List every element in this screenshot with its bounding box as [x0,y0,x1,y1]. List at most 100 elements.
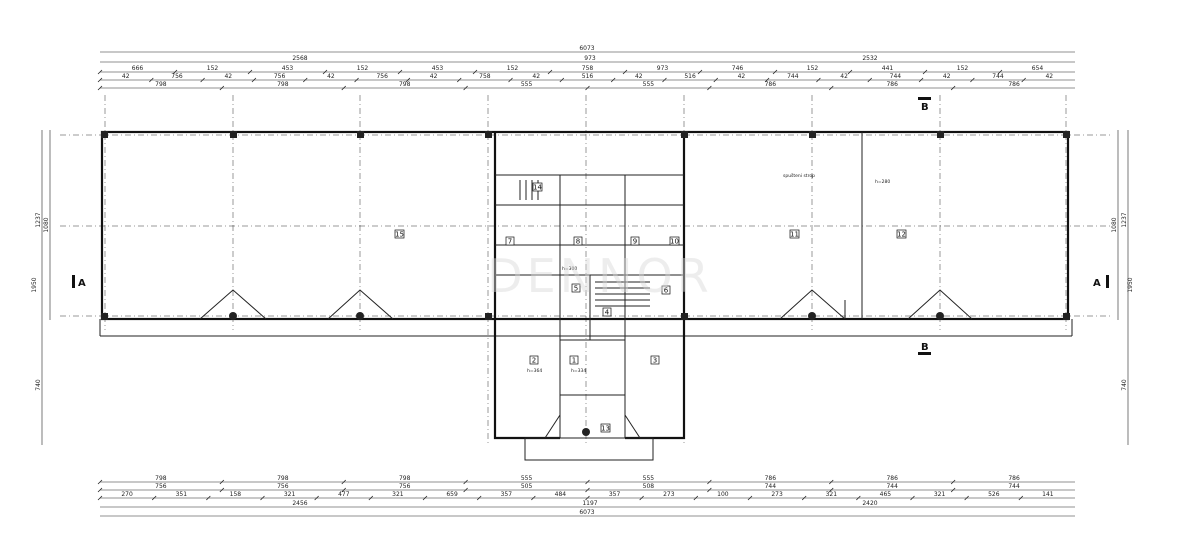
dim-top-r5-tick-4 [585,85,590,91]
dim-bot-r3-5: 321 [392,491,404,498]
dim-right-3: 1950 [1127,277,1134,292]
dim-top-r4-tick-17 [970,77,975,83]
dim-top-r5-3: 555 [521,81,533,88]
dim-top-r4-5: 756 [376,73,388,80]
section-markers: A A B B [72,97,1109,355]
dim-bot-r3-13: 321 [826,491,838,498]
dim-top-r3-12: 654 [1032,65,1044,72]
dim-bot-r3-tick-4 [314,495,319,501]
dim-top-r3-tick-2 [247,69,253,75]
dim-top-r3-tick-7 [622,69,628,75]
dim-bot-r2-6: 744 [886,483,898,490]
dim-top-r4-tick-7 [456,77,462,83]
dim-top-r3-tick-4 [397,69,403,75]
note-h334: h=334 [571,368,586,374]
room-6: 6 [664,287,669,295]
dim-bot-r3-tick-0 [97,495,103,501]
dim-top-r3-tick-10 [847,69,853,75]
dim-top-r4-tick-11 [662,77,667,83]
dim-bot-r3-tick-1 [151,495,157,501]
dim-bot-r3-8: 484 [555,491,567,498]
dim-top-r4-15: 744 [890,73,902,80]
dim-bot-r3-9: 357 [609,491,621,498]
right-dimensions: 1237 1080 1950 740 [1111,130,1134,445]
note-h364: h=364 [527,368,542,374]
dim-top-r5-tick-1 [219,85,225,91]
dim-bot-r1-tick-7 [950,479,956,485]
dim-top-r4-14: 42 [840,73,848,80]
dim-bot-r1-tick-6 [828,479,834,485]
dim-bot-r3-tick-14 [856,495,861,501]
columns [101,131,1070,436]
dim-bot-r3-10: 273 [663,491,675,498]
dim-top-r4-10: 42 [635,73,643,80]
dim-bot-r3-tick-8 [531,495,536,501]
dim-top-r4-tick-12 [713,77,719,83]
dim-right-4: 740 [1121,379,1128,391]
dim-bot-r3-tick-9 [585,495,590,501]
dim-bot-r2-tick-2 [341,487,347,493]
room-12: 12 [897,231,906,239]
dim-bot-r3-7: 357 [501,491,513,498]
dim-top-r4-2: 42 [224,73,232,80]
room-8: 8 [576,238,580,246]
dim-top-r3-11: 152 [957,65,969,72]
dim-bot-r1-0: 798 [155,475,167,482]
dim-top-r4-7: 758 [479,73,491,80]
notes: spušteni strop h=280 h=364 h=334 h=300 [527,172,890,374]
dim-bottom-east: 2420 [862,500,877,507]
dim-bot-r2-tick-5 [707,487,712,493]
dim-bot-r2-tick-3 [463,487,468,493]
dim-top-r4-16: 42 [943,73,951,80]
section-b-top: B [921,102,929,113]
dim-top-r3-tick-3 [322,69,328,75]
dim-top-r4-9: 516 [582,73,594,80]
dim-top-r4-tick-18 [1021,77,1026,83]
dim-top-west: 2568 [292,55,307,62]
room-13: 13 [601,425,610,433]
dim-top-r4-13: 744 [787,73,799,80]
dim-right-2: 1080 [1111,217,1118,232]
dim-top-r3-tick-6 [547,69,553,75]
left-dimensions: 1237 1080 1950 740 [31,130,51,445]
dim-top-r4-6: 42 [430,73,438,80]
dim-top-r3-tick-1 [172,69,178,75]
dim-bot-r2-2: 756 [399,483,411,490]
dim-top-r3-tick-9 [772,69,778,75]
dim-top-r5-tick-0 [97,85,103,91]
stairs [519,180,650,307]
dim-top-r4-tick-1 [149,77,154,83]
dim-top-r4-tick-0 [97,77,103,83]
dim-top-r4-8: 42 [532,73,540,80]
room-labels: 14 15 7 8 9 10 5 6 4 2 1 3 13 11 12 [394,182,907,433]
dim-bot-r2-3: 505 [521,483,533,490]
room-5: 5 [574,285,578,293]
dim-right-1: 1237 [1121,212,1128,227]
dim-top-r4-tick-4 [302,77,308,83]
dim-bot-r1-tick-2 [341,479,347,485]
dim-top-r5-7: 786 [1008,81,1020,88]
dim-top-total: 6073 [579,45,594,52]
dim-top-r5-2: 798 [399,81,411,88]
dim-bot-r3-3: 321 [284,491,296,498]
dim-bot-r1-tick-0 [97,479,103,485]
dim-top-r3-tick-0 [97,69,103,75]
room-3: 3 [653,357,657,365]
dim-bot-r1-2: 798 [399,475,411,482]
dim-bot-r3-12: 273 [771,491,783,498]
dim-top-r5-0: 798 [155,81,167,88]
dim-top-r3-1: 152 [207,65,219,72]
dim-top-r3-4: 453 [432,65,444,72]
exterior-walls [99,130,1073,461]
section-a-left: A [78,278,86,289]
note-h280: h=280 [875,179,890,185]
dim-bot-r2-5: 744 [765,483,777,490]
room-1: 1 [572,357,576,365]
dim-bot-r1-tick-3 [463,479,468,485]
dim-bot-r3-1: 351 [176,491,188,498]
dim-bot-r3-4: 477 [338,491,350,498]
dim-top-r4-17: 744 [992,73,1004,80]
